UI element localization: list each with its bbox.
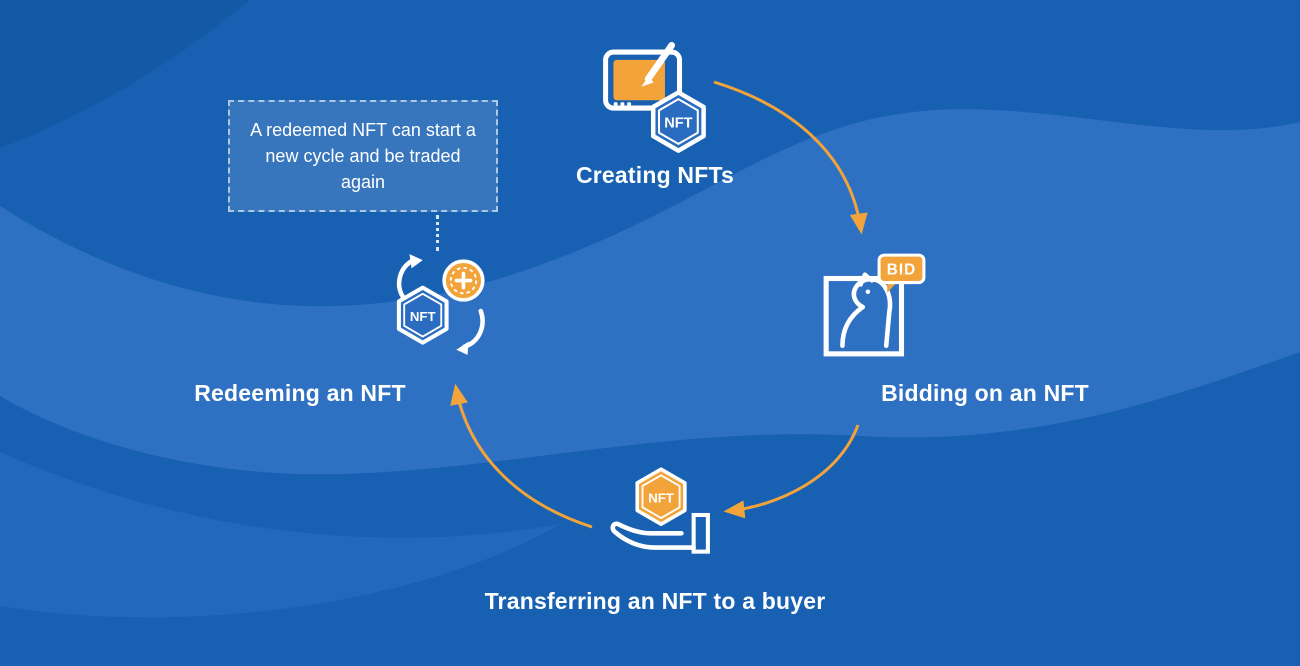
bid-bubble xyxy=(877,253,926,285)
horse-ear xyxy=(858,272,874,287)
stage-label-creating: Creating NFTs xyxy=(575,162,735,188)
tablet-dot xyxy=(620,102,625,107)
nft-hexagon-inner xyxy=(403,292,443,338)
nft-hexagon-text: NFT xyxy=(410,309,436,324)
stage-label-redeeming: Redeeming an NFT xyxy=(194,380,406,406)
creating-nfts-icon: NFT xyxy=(600,42,712,154)
pencil-icon xyxy=(644,42,676,83)
note-text: A redeemed NFT can start a new cycle and… xyxy=(250,120,476,193)
tablet-dot xyxy=(627,102,632,107)
cycle-arrow-top xyxy=(396,258,414,302)
bidding-nft-icon: BID xyxy=(818,250,930,362)
nft-hexagon-text: NFT xyxy=(648,490,674,505)
horse-eye xyxy=(865,289,871,294)
nft-hexagon-inner xyxy=(641,474,681,519)
tablet-icon xyxy=(603,49,683,111)
note-dotted-connector xyxy=(436,215,439,251)
cycle-arrow-bottom-head xyxy=(456,341,469,355)
coin-inner-ring xyxy=(449,266,478,295)
stage-label-transferring: Transferring an NFT to a buyer xyxy=(484,588,826,614)
horse-artwork-icon xyxy=(840,276,893,348)
redeeming-nft-icon: NFT xyxy=(382,250,494,362)
nft-badge-text: NFT xyxy=(664,116,692,132)
hand-icon xyxy=(610,521,696,550)
pencil-tip xyxy=(641,76,654,87)
wave-shape-middle xyxy=(0,109,1300,475)
sleeve-cuff xyxy=(691,512,710,554)
wave-shape-bottom-left xyxy=(0,452,560,618)
note-box: A redeemed NFT can start a new cycle and… xyxy=(228,100,498,213)
cycle-arrow-top-head xyxy=(409,254,423,269)
nft-hexagon-inner xyxy=(658,98,699,145)
coin-plus xyxy=(454,271,473,290)
transferring-nft-icon: NFT xyxy=(602,460,714,572)
bid-bubble-text: BID xyxy=(887,261,916,278)
stage-label-bidding: Bidding on an NFT xyxy=(881,380,1089,406)
cycle-arrow-bottom xyxy=(462,308,485,350)
wave-shape-top-left xyxy=(0,0,250,148)
tablet-dot xyxy=(613,102,618,107)
